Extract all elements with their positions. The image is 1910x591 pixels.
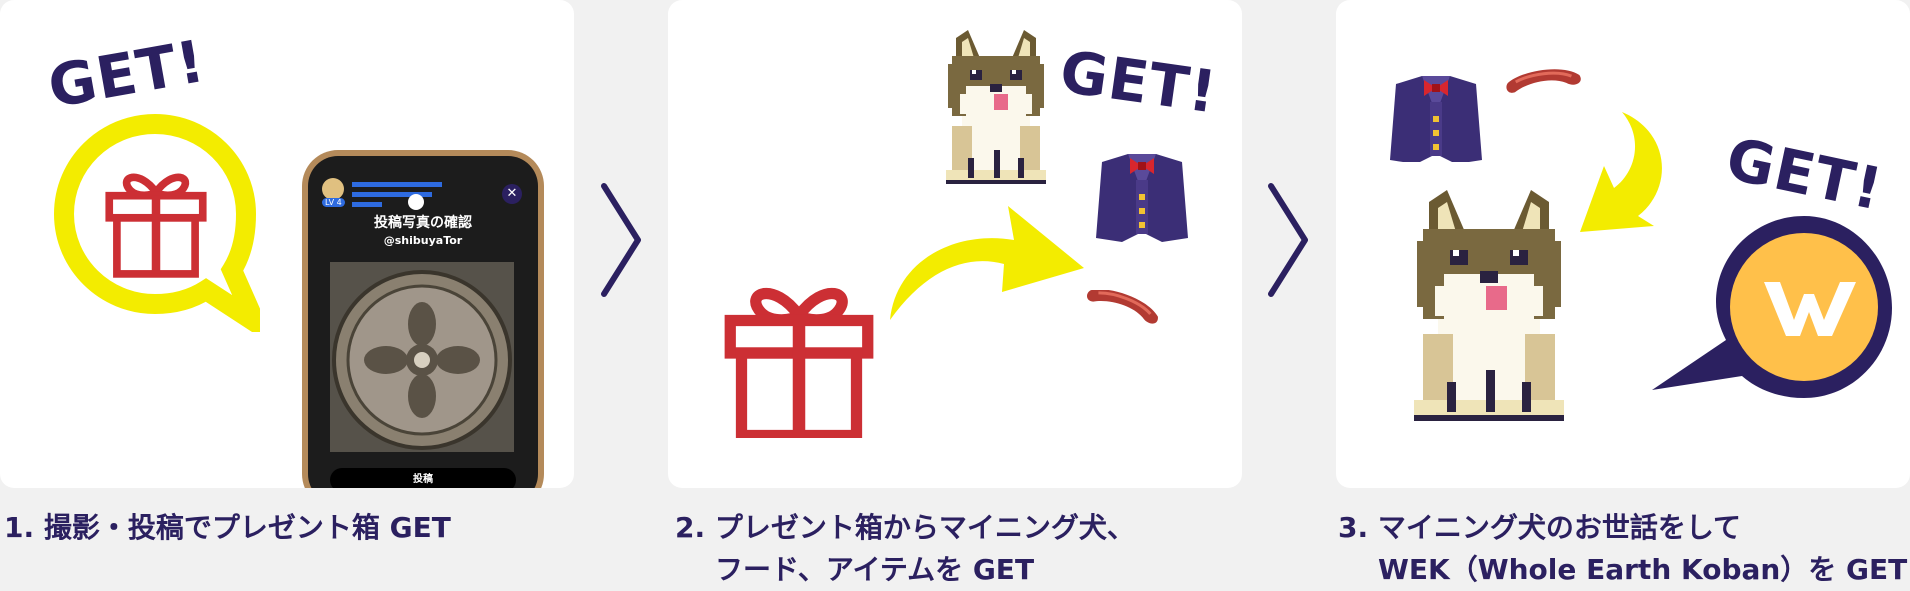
step3-line2: WEK（Whole Earth Koban）を GET (1378, 553, 1908, 586)
get-label: GET! (1056, 37, 1222, 127)
get-label: GET! (1720, 124, 1889, 224)
coin-speech-bubble (1652, 216, 1892, 398)
chevron-right-icon (1268, 183, 1308, 297)
phone-mockup: LV 4 ✕ 投稿写真の確認 @shibuyaTor (302, 150, 544, 488)
post-button[interactable]: 投稿 (330, 468, 516, 488)
curved-arrow-icon (1580, 112, 1662, 232)
shiba-dog-icon (946, 30, 1046, 184)
sausage-icon (1083, 290, 1162, 327)
close-icon[interactable]: ✕ (502, 184, 522, 204)
step1-caption: 1. 撮影・投稿でプレゼント箱 GET (4, 507, 451, 549)
avatar (322, 178, 344, 200)
screen-title: 投稿写真の確認 (374, 215, 472, 231)
level-badge: LV 4 (322, 198, 345, 207)
step3-caption: 3. マイニング犬のお世話をして WEK（Whole Earth Koban）を… (1338, 507, 1907, 591)
step3-line1: 3. マイニング犬のお世話をして (1338, 511, 1742, 544)
manhole-photo (330, 262, 514, 452)
step1-card: GET! LV 4 ✕ 投稿写真の確認 @shibuyaTor (0, 0, 574, 488)
step2-card: GET! (668, 0, 1242, 488)
jacket-icon (1390, 76, 1482, 162)
sausage-icon (1504, 66, 1584, 96)
step2-line2: フード、アイテムを GET (715, 553, 1035, 586)
step2-line1: 2. プレゼント箱からマイニング犬、 (675, 511, 1135, 544)
step3-card: GET! (1336, 0, 1910, 488)
step2-caption: 2. プレゼント箱からマイニング犬、 フード、アイテムを GET (675, 507, 1135, 591)
jacket-icon (1096, 154, 1188, 242)
get-label: GET! (43, 26, 210, 122)
step1-line1: 1. 撮影・投稿でプレゼント箱 GET (4, 511, 451, 544)
screen-handle: @shibuyaTor (383, 234, 463, 247)
mascot-icon (408, 194, 424, 210)
shiba-dog-icon (1414, 190, 1564, 421)
gift-icon (724, 268, 884, 438)
curved-arrow-icon (890, 206, 1084, 320)
chevron-right-icon (601, 183, 641, 297)
gift-speech-bubble (53, 113, 260, 332)
